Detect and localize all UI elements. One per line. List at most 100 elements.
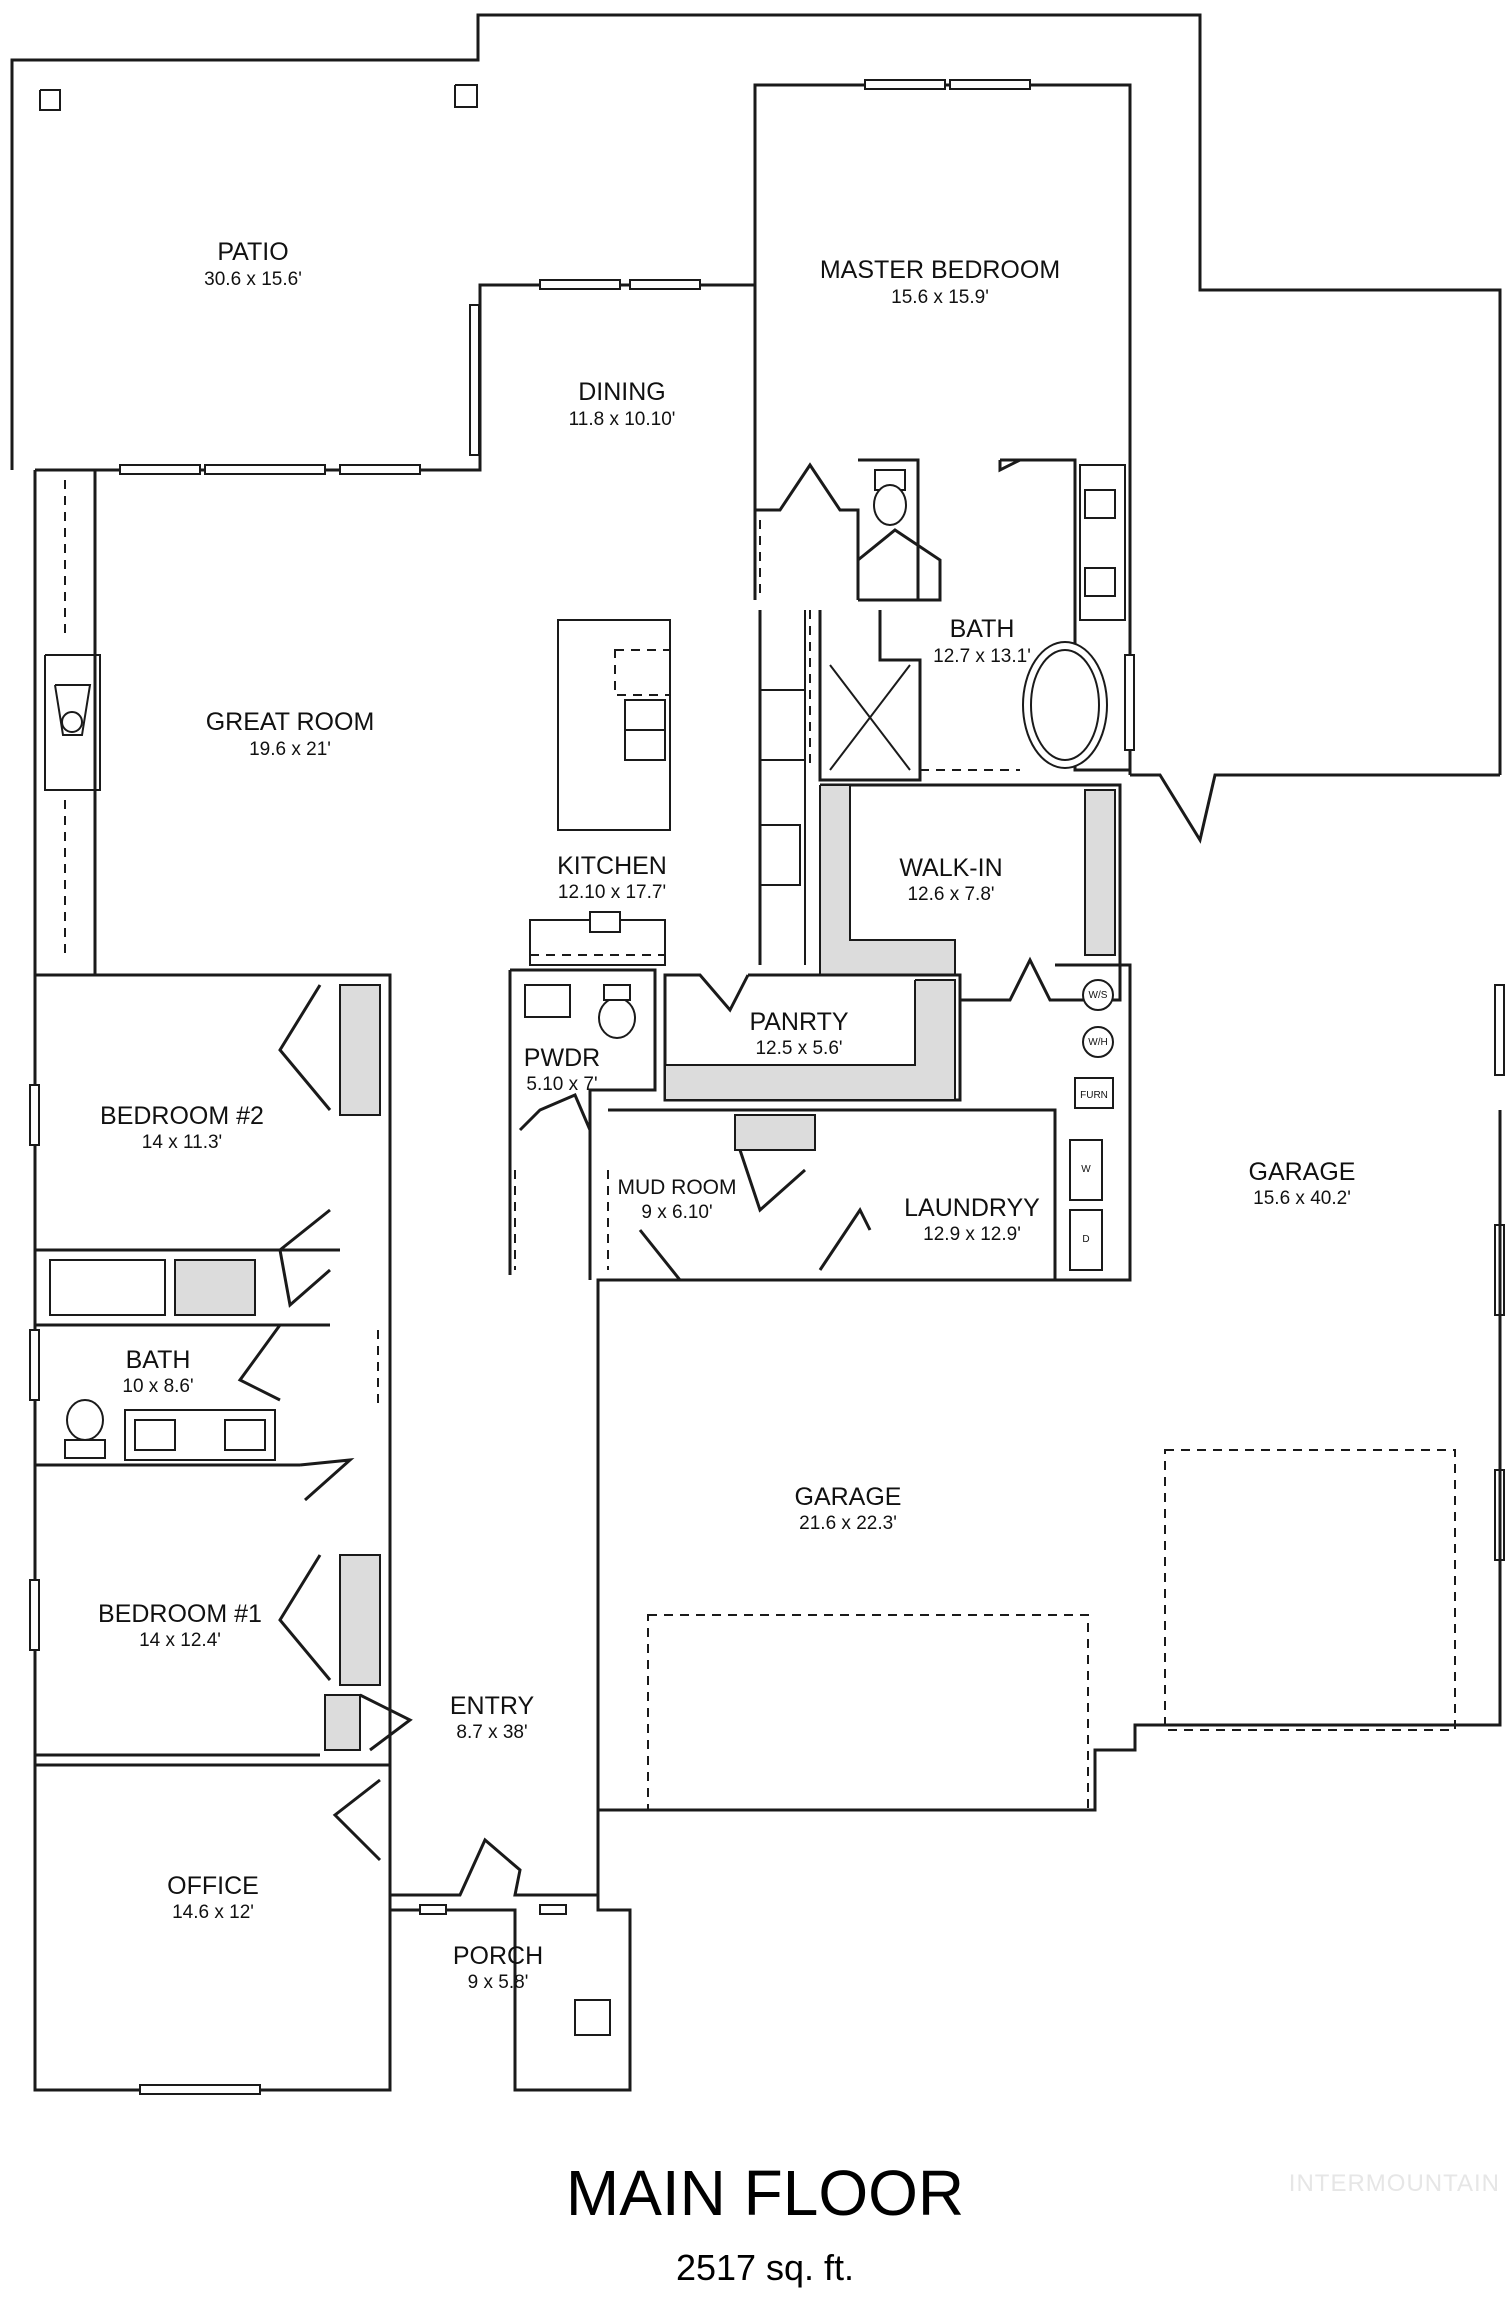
room-label-master-bedroom: MASTER BEDROOM 15.6 x 15.9' [820, 256, 1060, 308]
room-dims: 15.6 x 40.2' [1253, 1188, 1351, 1209]
office-door [332, 1778, 382, 1862]
closet-door [278, 984, 332, 1111]
room-name: BEDROOM #2 [100, 1102, 264, 1130]
room-dims: 12.9 x 12.9' [923, 1224, 1021, 1245]
wc-door [857, 528, 942, 602]
room-name: PWDR [524, 1044, 600, 1072]
room-dims: 14 x 11.3' [142, 1132, 222, 1153]
room-dims: 30.6 x 15.6' [204, 269, 302, 290]
room-name: BEDROOM #1 [98, 1600, 262, 1628]
room-dims: 9 x 5.8' [468, 1972, 529, 1993]
room-dims: 12.10 x 17.7' [558, 882, 666, 903]
door-swing [638, 1229, 715, 1282]
closet-shelf [324, 1694, 361, 1751]
fireplace-hearth [54, 684, 92, 736]
room-dims: 14 x 12.4' [139, 1630, 221, 1651]
room-label-porch: PORCH 9 x 5.8' [453, 1942, 543, 1993]
washer-icon [1069, 1139, 1103, 1201]
room-label-hall-bath: BATH 10 x 8.6' [122, 1346, 193, 1397]
front-door [390, 1837, 598, 1897]
linen-shelf [174, 1259, 256, 1316]
room-name: OFFICE [167, 1872, 259, 1900]
room-name: KITCHEN [557, 852, 667, 880]
door-swing [518, 1093, 592, 1132]
room-name: GARAGE [1249, 1158, 1356, 1186]
room-dims: 12.6 x 7.8' [907, 884, 994, 905]
room-name: LAUNDRYY [904, 1194, 1040, 1222]
garage-door-swing [1130, 773, 1500, 844]
room-label-powder: PWDR 5.10 x 7' [524, 1044, 600, 1095]
room-name: DINING [578, 378, 666, 406]
closet-shelf [339, 1554, 381, 1686]
master-door [755, 462, 860, 600]
porch-post [574, 1999, 611, 2036]
room-label-bedroom-2: BEDROOM #2 14 x 11.3' [100, 1102, 264, 1153]
room-label-walk-in: WALK-IN 12.6 x 7.8' [899, 854, 1002, 905]
room-label-garage-rear: GARAGE 15.6 x 40.2' [1249, 1158, 1356, 1209]
shower-drain-line [829, 664, 911, 771]
closet-shelf [1084, 789, 1116, 956]
dryer-icon [1069, 1209, 1103, 1271]
room-label-office: OFFICE 14.6 x 12' [167, 1872, 259, 1923]
dashed-line [614, 649, 671, 696]
furnace-label: FURN [1080, 1090, 1108, 1101]
room-dims: 19.6 x 21' [249, 739, 331, 760]
washer-label: W [1081, 1164, 1091, 1175]
fridge-icon [760, 824, 801, 886]
room-label-entry: ENTRY 8.7 x 38' [450, 1692, 535, 1743]
room-label-pantry: PANRTY 12.5 x 5.6' [749, 1008, 848, 1059]
room-dims: 8.7 x 38' [456, 1722, 527, 1743]
sink-icon [134, 1419, 176, 1451]
room-label-patio: PATIO 30.6 x 15.6' [204, 238, 302, 290]
room-name: PANRTY [749, 1008, 848, 1036]
door-swing [998, 458, 1021, 473]
room-name: BATH [126, 1346, 191, 1374]
toilet-icon [598, 997, 636, 1039]
room-dims: 5.10 x 7' [526, 1074, 597, 1095]
room-dims: 10 x 8.6' [122, 1376, 193, 1397]
room-label-great-room: GREAT ROOM 19.6 x 21' [206, 708, 375, 760]
room-name: GREAT ROOM [206, 708, 375, 736]
bathtub-icon [1022, 641, 1108, 769]
room-dims: 14.6 x 12' [172, 1902, 254, 1923]
closet-shelf [339, 984, 381, 1116]
room-label-bedroom-1: BEDROOM #1 14 x 12.4' [98, 1600, 262, 1651]
room-dims: 9 x 6.10' [641, 1202, 712, 1223]
patio-post [454, 84, 478, 108]
bathtub-inner [1030, 649, 1100, 761]
sink-icon [1084, 567, 1116, 597]
laundry-wall [608, 1108, 1057, 1280]
toilet-tank [64, 1439, 106, 1459]
pantry-wall [663, 973, 962, 1102]
sink-icon [524, 984, 571, 1018]
plan-title: MAIN FLOOR [566, 2157, 964, 2229]
dryer-label: D [1082, 1234, 1089, 1245]
window [119, 79, 1031, 2095]
cooktop-icon [760, 689, 806, 761]
furnace-icon [1074, 1077, 1114, 1109]
closet-door [278, 1554, 332, 1681]
room-name: WALK-IN [899, 854, 1002, 882]
shower [818, 610, 922, 782]
watermark: INTERMOUNTAIN [1289, 2170, 1500, 2197]
sink-icon [224, 1419, 266, 1451]
fireplace [44, 654, 101, 791]
bath-door [299, 1458, 355, 1502]
garage-door [647, 1614, 1089, 1811]
pantry-shelf [664, 979, 956, 1101]
room-dims: 12.7 x 13.1' [933, 646, 1031, 667]
wc-wall [858, 458, 920, 600]
mechanical-wall [1055, 963, 1132, 1110]
room-name: PORCH [453, 1942, 543, 1970]
room-name: MASTER BEDROOM [820, 256, 1060, 284]
garage-door [1164, 1449, 1456, 1731]
hall-wall [35, 973, 392, 1910]
patio-outline [10, 13, 1502, 775]
kitchen-island [557, 619, 671, 831]
room-label-laundry: LAUNDRYY 12.9 x 12.9' [904, 1194, 1040, 1245]
room-name: GARAGE [795, 1483, 902, 1511]
vanity-wall [1000, 458, 1130, 772]
room-dims: 12.5 x 5.6' [755, 1038, 842, 1059]
room-label-kitchen: KITCHEN 12.10 x 17.7' [557, 852, 667, 903]
pwdr-wall [510, 968, 657, 1280]
